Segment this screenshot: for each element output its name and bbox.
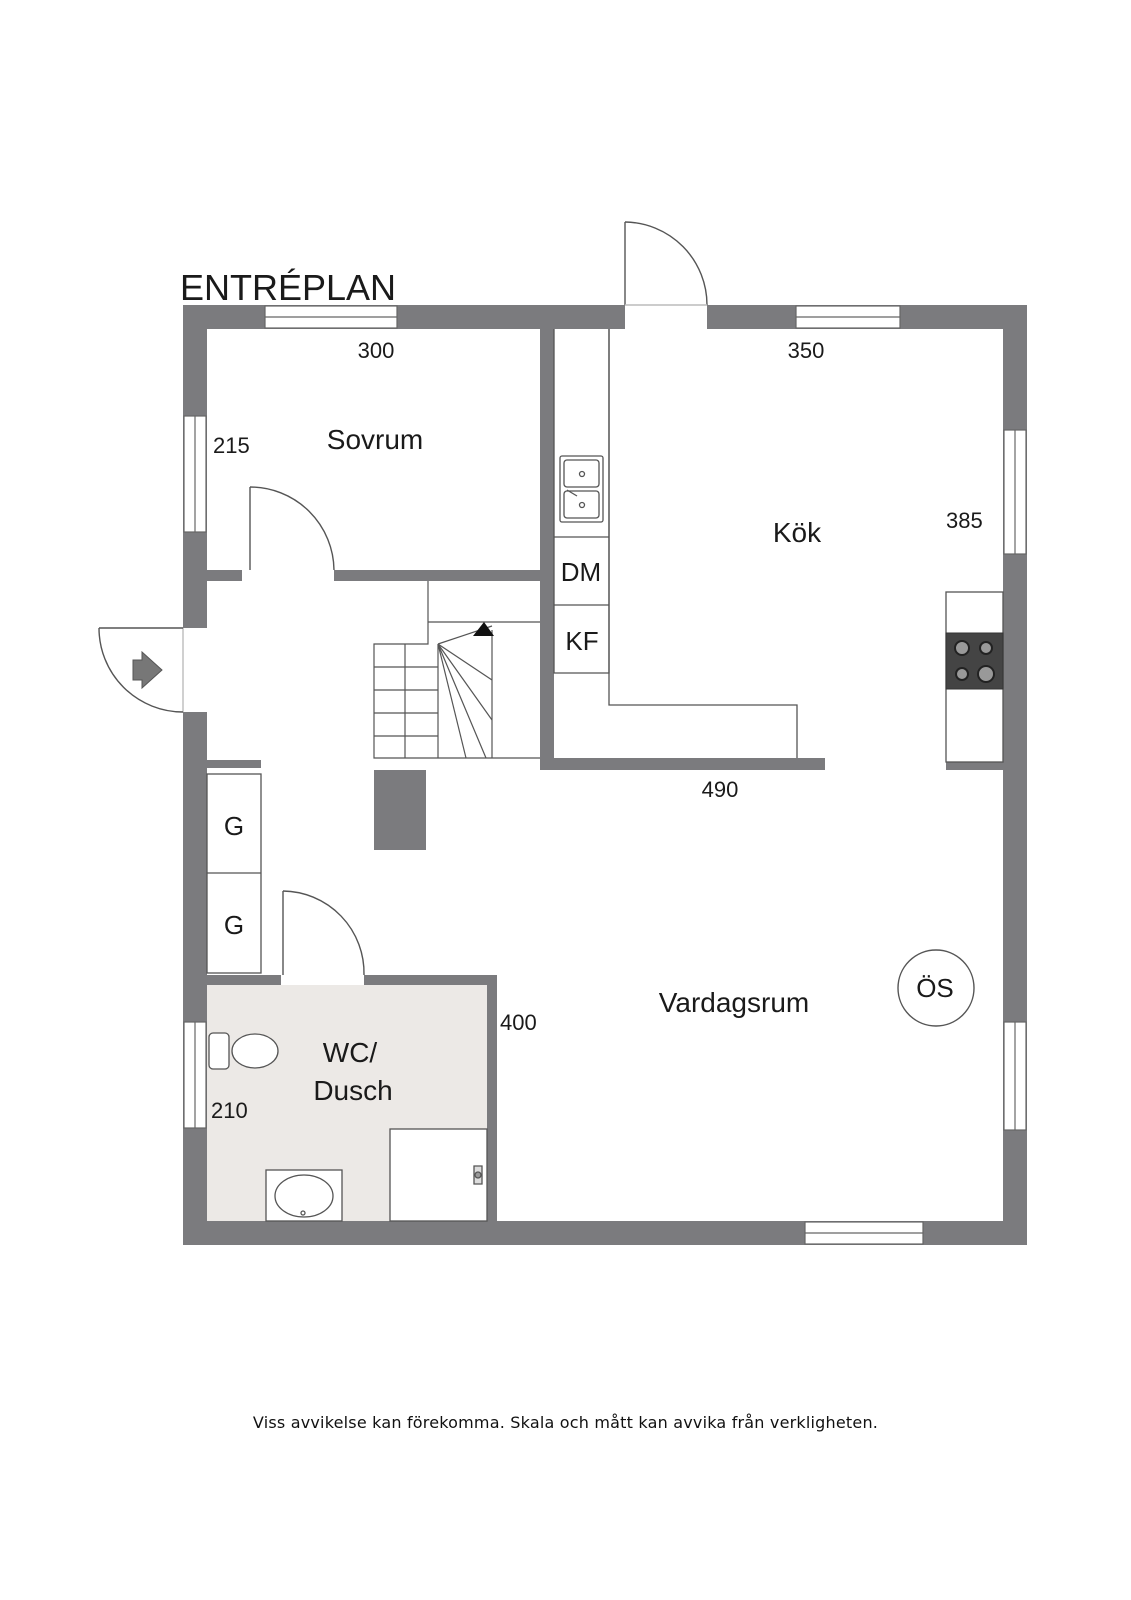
entrance-arrow-icon (132, 650, 163, 690)
dimension-wc-depth: 210 (211, 1098, 248, 1123)
room-label-wc-line1: WC/ (323, 1037, 378, 1068)
disclaimer-text: Viss avvikelse kan förekomma. Skala och … (252, 1413, 879, 1432)
dimension-kok-width: 350 (788, 338, 825, 363)
kitchen-sink-icon (559, 455, 604, 523)
toilet-icon (208, 1032, 279, 1070)
fixture-label-dishwasher: DM (561, 557, 601, 587)
doors (98, 221, 708, 976)
dimension-vardagsrum-depth: 400 (500, 1010, 537, 1035)
staircase (373, 581, 540, 759)
fixture-label-wardrobe-2: G (224, 910, 244, 940)
room-label-sovrum: Sovrum (327, 424, 423, 455)
fireplace-os-circle (897, 949, 975, 1027)
dimension-vardagsrum-width: 490 (702, 777, 739, 802)
shower-icon (389, 1128, 488, 1222)
room-label-vardagsrum: Vardagsrum (659, 987, 809, 1018)
stove-icon (945, 632, 1004, 690)
room-label-kok: Kök (773, 517, 822, 548)
dimension-sovrum-depth: 215 (213, 433, 250, 458)
fixture-label-fridge: KF (565, 626, 598, 656)
dimension-sovrum-width: 300 (358, 338, 395, 363)
fixture-label-wardrobe-1: G (224, 811, 244, 841)
plan-title: ENTRÉPLAN (180, 267, 396, 308)
dimension-kok-depth: 385 (946, 508, 983, 533)
washbasin-icon (265, 1169, 343, 1222)
windows (183, 305, 1027, 1245)
stairs-up-arrow-icon (473, 622, 494, 636)
room-label-wc-line2: Dusch (313, 1075, 392, 1106)
wardrobes (206, 773, 262, 974)
fixture-label-os: ÖS (916, 973, 954, 1003)
